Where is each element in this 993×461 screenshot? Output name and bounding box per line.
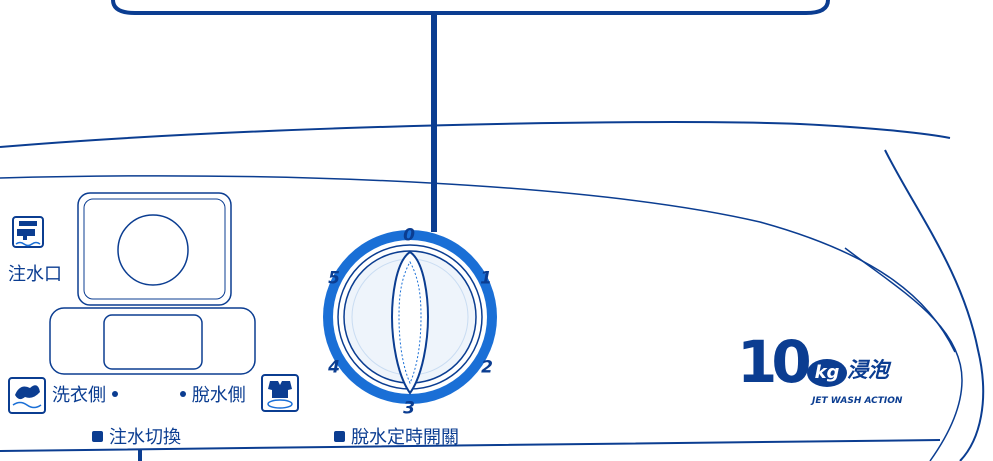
dial-number-2: 2 xyxy=(481,357,493,378)
panel-inner-edge xyxy=(0,175,956,353)
spin-side-dot xyxy=(180,391,186,397)
wash-side-dot xyxy=(111,391,118,397)
water-switch-text: 注水切換 xyxy=(109,427,181,448)
switch-slot-outer xyxy=(49,307,256,375)
panel-bottom-edge xyxy=(0,439,941,452)
water-inlet-inner xyxy=(83,198,226,300)
callout-box xyxy=(111,0,830,15)
dial-number-1: 1 xyxy=(480,268,492,289)
spin-timer-label: 脫水定時開關 xyxy=(334,429,459,447)
dial-number-4: 4 xyxy=(328,357,340,378)
water-inlet-cap[interactable] xyxy=(117,214,189,286)
dial-number-0: 0 xyxy=(403,225,415,246)
water-inlet-outer xyxy=(77,192,232,306)
panel-right-curve-inner xyxy=(844,247,963,461)
spin-side-text: 脫水側 xyxy=(191,385,246,406)
faucet-icon xyxy=(12,216,44,248)
bullet-square xyxy=(334,431,345,442)
brand-subtitle: JET WASH ACTION xyxy=(812,396,903,406)
wash-tub-icon xyxy=(8,377,46,414)
brand-capacity: 10 xyxy=(737,328,812,396)
water-switch-label: 注水切換 xyxy=(92,429,181,447)
bullet-square xyxy=(92,431,103,442)
dial-number-5: 5 xyxy=(328,268,340,289)
wash-side-label: 洗衣側 xyxy=(52,387,118,405)
spin-tub-icon xyxy=(261,374,299,412)
wash-side-text: 洗衣側 xyxy=(52,385,106,406)
panel-top-edge xyxy=(0,121,951,148)
panel-right-curve-outer xyxy=(884,149,985,461)
spin-side-label: 脫水側 xyxy=(180,387,246,405)
brand-unit-badge: kg xyxy=(807,359,847,387)
water-switch-lever[interactable] xyxy=(103,314,203,370)
spin-timer-dial[interactable] xyxy=(323,230,497,404)
water-inlet-label: 注水口 xyxy=(8,264,62,285)
brand-title: 浸泡 xyxy=(847,358,889,382)
spin-timer-text: 脫水定時開關 xyxy=(351,427,459,448)
dial-number-3: 3 xyxy=(403,398,415,419)
